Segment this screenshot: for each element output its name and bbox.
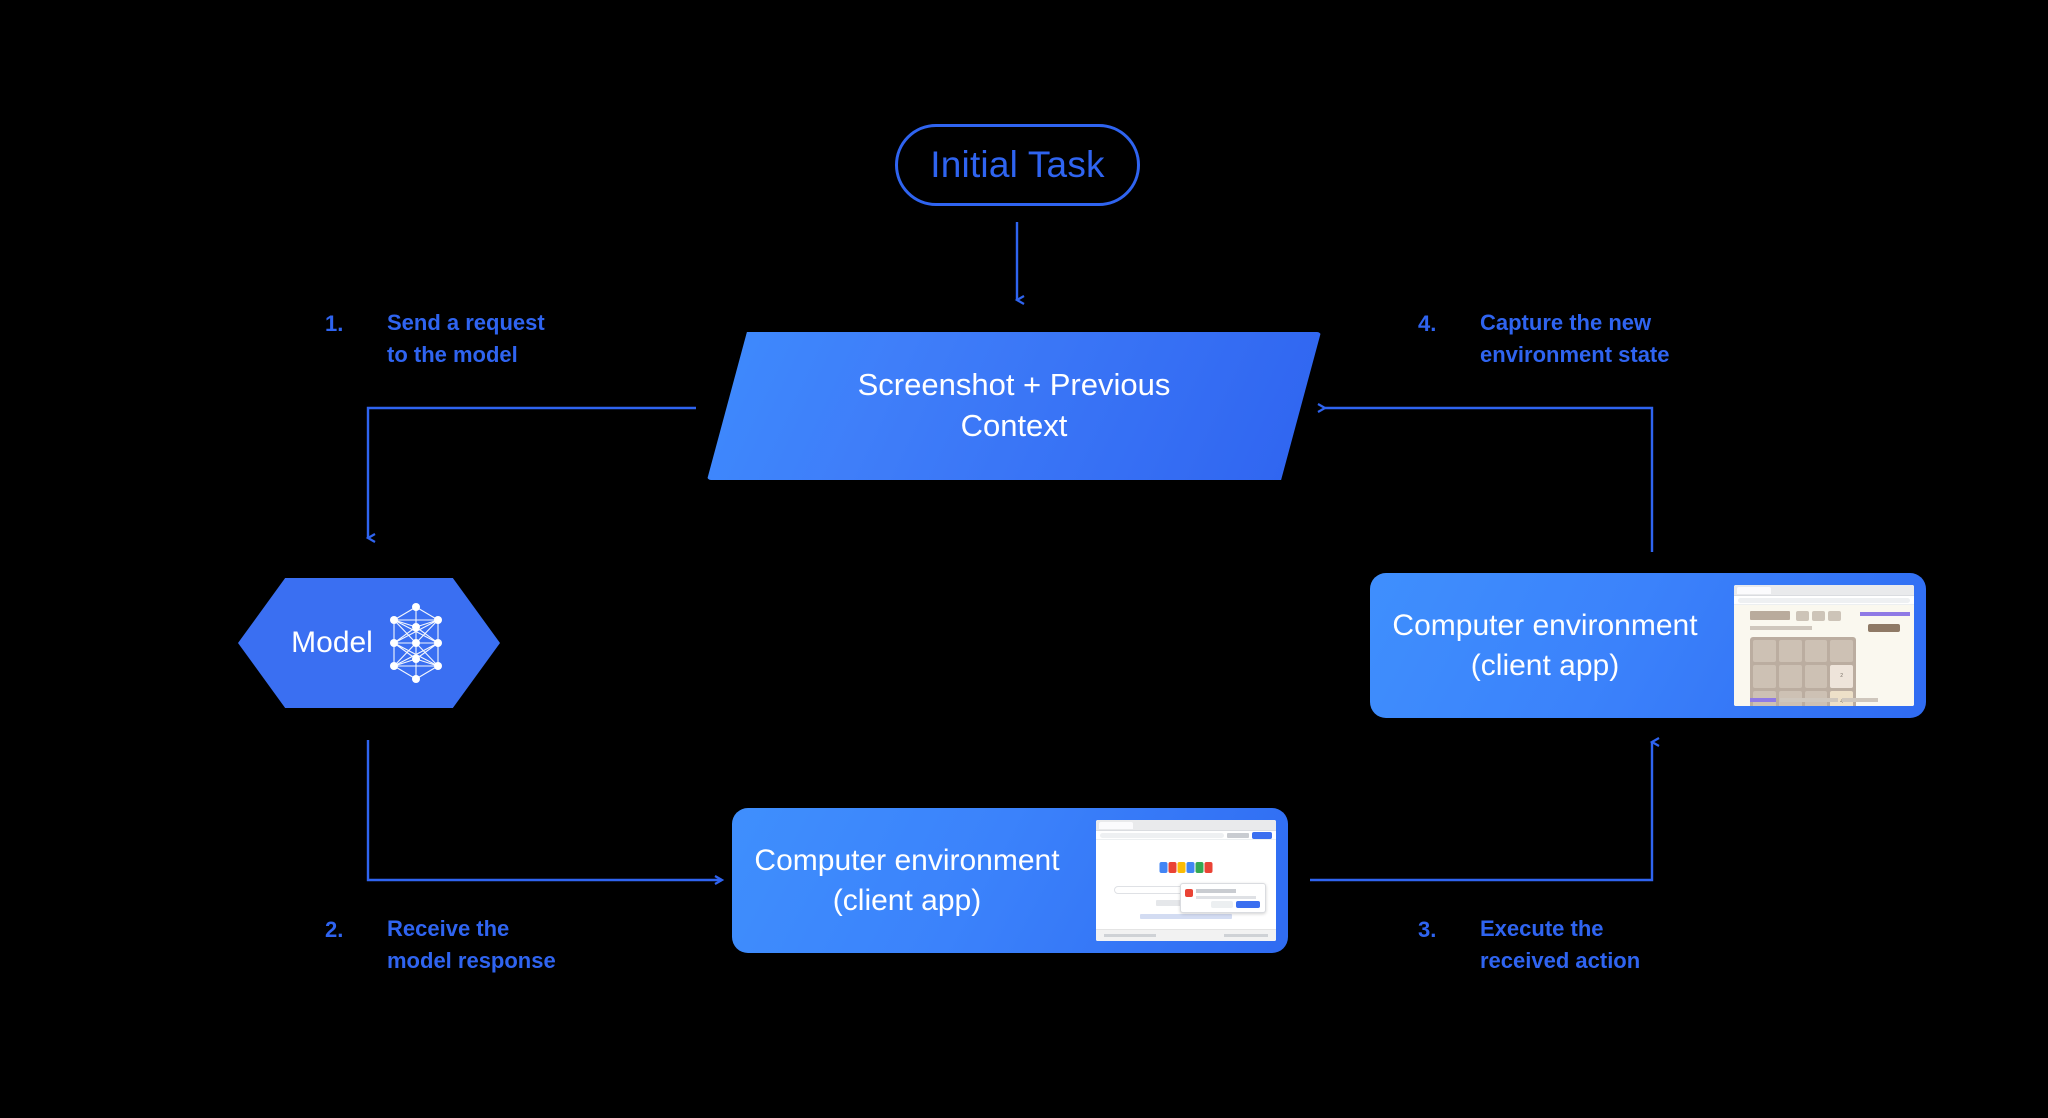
thumbnail-2048-game: 2 4 4 8 [1734, 585, 1914, 706]
google-promo-link [1140, 914, 1232, 919]
step-4-text: Capture the new environment state [1480, 310, 1670, 367]
browser-omnibox [1734, 596, 1914, 605]
step-3-label: 3. Execute the received action [1418, 913, 1640, 977]
browser-tab [1099, 821, 1133, 829]
step-3-text: Execute the received action [1480, 916, 1641, 973]
step-4-label: 4. Capture the new environment state [1418, 307, 1670, 371]
google-search-page [1096, 840, 1276, 941]
omnibox-field [1738, 597, 1910, 603]
thumbnail-google-search [1096, 820, 1276, 941]
step-2-number: 2. [325, 917, 344, 942]
game-subtitle-blur [1750, 626, 1812, 630]
dialog-primary-button [1236, 901, 1260, 908]
step-2-text: Receive the model response [387, 916, 556, 973]
initial-task-label: Initial Task [930, 144, 1105, 185]
context-node[interactable]: Screenshot + Previous Context [707, 332, 1321, 480]
step-2-label: 2. Receive the model response [325, 913, 556, 977]
step-1-label: 1. Send a request to the model [325, 307, 545, 371]
env-card-bottom-line2: (client app) [832, 883, 982, 917]
browser-tab [1737, 586, 1771, 594]
browser-dialog [1180, 883, 1266, 913]
dialog-secondary-button [1211, 901, 1233, 908]
game-board-grid: 2 4 4 8 [1750, 637, 1856, 706]
env-card-right[interactable]: Computer environment (client app) [1370, 573, 1926, 718]
game-tile [1778, 665, 1802, 688]
dialog-icon [1185, 889, 1193, 897]
omnibox-field [1100, 832, 1224, 838]
model-node-content: Model [238, 578, 500, 708]
game-title-blur [1750, 611, 1790, 620]
env-card-right-line2: (client app) [1470, 648, 1620, 682]
game-tile: 2 [1830, 665, 1853, 688]
step-3-number: 3. [1418, 917, 1437, 942]
game-tile-value: 2 [1840, 673, 1844, 679]
initial-task-node[interactable]: Initial Task [895, 124, 1140, 206]
game-new-game-button [1868, 624, 1900, 632]
env-card-bottom-text: Computer environment (client app) [732, 808, 1062, 953]
env-card-right-line1: Computer environment [1392, 608, 1698, 642]
game-tile [1753, 640, 1776, 662]
step-1-text: Send a request to the model [387, 310, 545, 367]
game-tile [1830, 640, 1853, 662]
game-tile-value: 4 [1840, 699, 1844, 705]
game-tile [1778, 640, 1802, 662]
connector-model-to-env-bottom [366, 740, 725, 885]
connector-env-bottom-to-env-right [1310, 737, 1660, 882]
game-tile [1753, 665, 1776, 688]
game-tile [1804, 665, 1828, 688]
env-card-bottom[interactable]: Computer environment (client app) [732, 808, 1288, 953]
dialog-body-blur [1196, 896, 1256, 899]
game-score-boxes [1796, 611, 1841, 621]
signin-button [1252, 831, 1272, 839]
dialog-title-blur [1196, 889, 1236, 893]
google-search-button [1156, 900, 1182, 906]
omnibox-extras [1227, 832, 1249, 838]
game-footer-blur [1750, 698, 1878, 702]
game-tile: 4 [1830, 691, 1853, 706]
neural-network-icon [389, 603, 442, 683]
game-tile [1804, 640, 1828, 662]
game-2048-page: 2 4 4 8 [1734, 605, 1914, 706]
context-node-shape [707, 332, 1321, 480]
env-card-bottom-line1: Computer environment [754, 843, 1060, 877]
connector-env-right-to-context [1317, 403, 1654, 552]
google-footer [1096, 929, 1276, 941]
browser-omnibox [1096, 831, 1276, 840]
google-logo-icon [1159, 862, 1213, 873]
env-card-right-text: Computer environment (client app) [1370, 573, 1700, 718]
model-node-shape [238, 578, 500, 708]
step-1-number: 1. [325, 311, 344, 336]
connector-context-to-model [365, 406, 696, 543]
model-node[interactable]: Model [238, 578, 500, 708]
game-header-links-blur [1860, 612, 1910, 616]
step-4-number: 4. [1418, 311, 1437, 336]
browser-chrome-bar [1734, 585, 1914, 596]
model-node-label: Model [291, 626, 373, 659]
browser-chrome-bar [1096, 820, 1276, 831]
